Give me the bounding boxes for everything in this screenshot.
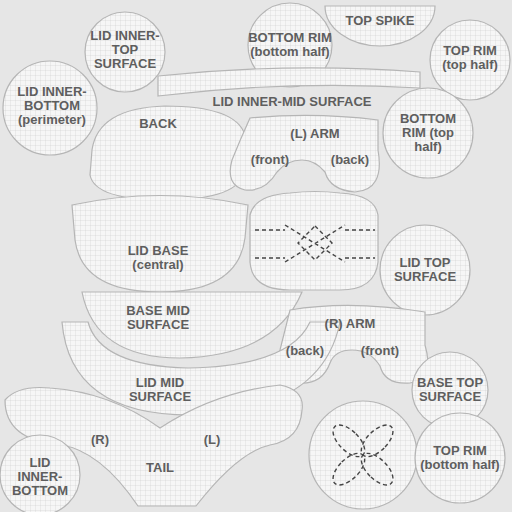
uv-island: TOP SPIKE [325, 6, 435, 46]
part-label: TAIL [130, 461, 190, 475]
seam-line [356, 448, 398, 490]
part-label: BOTTOM RIM (bottom half) [248, 31, 332, 59]
uv-island: BASE MID SURFACE [82, 292, 302, 358]
island-shape [72, 196, 248, 293]
island-shape [325, 6, 435, 46]
uv-island: BACK [90, 106, 245, 200]
uv-island: LID INNER-BOTTOM [0, 435, 80, 512]
part-label: TOP SPIKE [330, 14, 430, 28]
island-shape [0, 435, 80, 512]
part-label: (back) [279, 344, 331, 358]
island-shape [82, 292, 302, 358]
part-label: LID INNER-BOTTOM [9, 456, 71, 498]
island-shape [85, 12, 165, 92]
part-label: (L) [192, 433, 232, 447]
island-outline [72, 186, 248, 292]
part-label: LID TOP SURFACE [391, 256, 459, 284]
uv-island [309, 401, 417, 509]
uv-island: (L) ARM (front) (back) [228, 112, 383, 193]
part-label: BOTTOM RIM (top half) [387, 112, 469, 154]
part-label: (front) [244, 153, 296, 167]
uv-island: TOP RIM (bottom half) [415, 413, 505, 503]
uv-island: LID INNER-BOTTOM (perimeter) [3, 61, 98, 155]
seam-line [285, 225, 345, 262]
seam-line [328, 448, 370, 490]
part-label: LID INNER-BOTTOM (perimeter) [8, 85, 96, 127]
part-label: BASE MID SURFACE [108, 304, 208, 332]
uv-island: LID TOP SURFACE [380, 225, 470, 315]
part-label: (R) ARM [305, 317, 395, 331]
island-shape [415, 413, 505, 503]
uv-island: BOTTOM RIM (top half) [383, 88, 473, 178]
part-label: TOP RIM (bottom half) [419, 444, 501, 472]
seam-line [356, 420, 398, 462]
part-label: TOP RIM (top half) [433, 44, 507, 72]
uv-island: LID INNER-MID SURFACE [158, 62, 420, 111]
island-shape [158, 68, 420, 96]
uv-island: LID INNER-TOP SURFACE [85, 12, 165, 92]
island-shape [230, 115, 379, 192]
seam-line [298, 226, 332, 260]
island-shape [380, 225, 470, 315]
uv-island [250, 192, 378, 291]
part-label: LID INNER-TOP SURFACE [87, 29, 163, 71]
island-shape [3, 61, 97, 155]
part-label: LID INNER-MID SURFACE [210, 95, 375, 109]
part-label: (back) [324, 153, 376, 167]
seam-line [255, 230, 375, 258]
island-shape [383, 88, 473, 178]
part-label: LID MID SURFACE [105, 376, 215, 404]
part-label: BACK [118, 117, 198, 131]
part-label: LID BASE (central) [103, 244, 213, 272]
part-label: (L) ARM [270, 127, 360, 141]
seam-line [328, 420, 370, 462]
island-outline [82, 292, 302, 358]
uv-island: TOP RIM (top half) [430, 20, 510, 100]
island-shape [90, 106, 245, 200]
uv-island: LID BASE (central) [72, 186, 248, 292]
part-label: (R) [80, 433, 120, 447]
part-label: BASE TOP SURFACE [415, 376, 485, 404]
part-label: (front) [354, 344, 406, 358]
island-shape [430, 20, 510, 100]
